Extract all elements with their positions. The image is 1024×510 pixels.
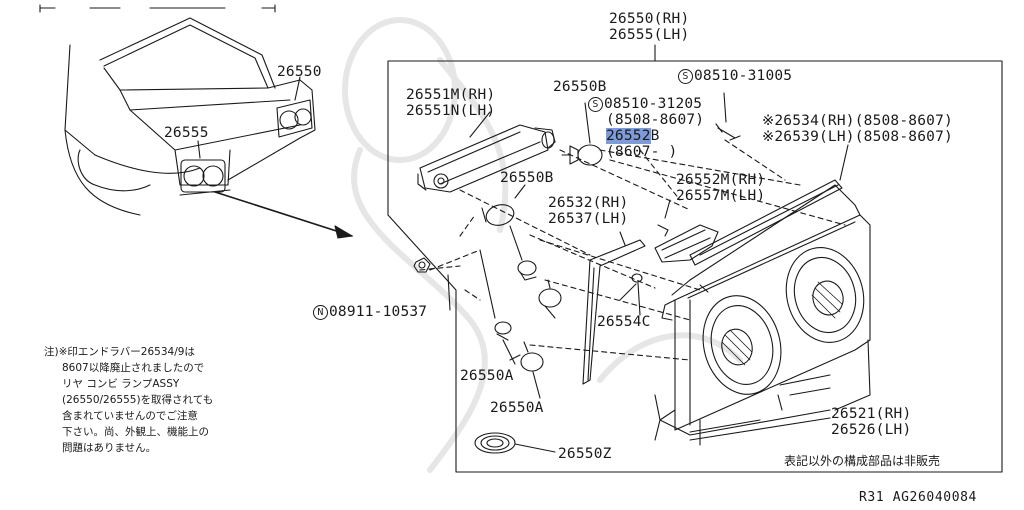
lamp-gasket-strip — [582, 231, 646, 385]
highlighted-part-number[interactable]: 26552 — [606, 128, 651, 144]
label-26521: 26521(RH) — [831, 406, 912, 422]
lamp-socket-plate — [417, 124, 556, 193]
leader-lines — [447, 111, 849, 411]
label-26557m: 26557M(LH) — [676, 188, 766, 204]
note-line-3: リヤ コンビ ランプASSY — [62, 378, 180, 390]
label-26550b-top: 26550B — [553, 79, 607, 95]
label-26537: 26537(LH) — [548, 211, 629, 227]
label-26551m: 26551M(RH) — [406, 87, 496, 103]
bulb-sockets-art — [479, 225, 562, 372]
label-26550a-2: 26550A — [490, 400, 544, 416]
label-assy-rh: 26550(RH) — [609, 11, 690, 27]
n-symbol: N — [313, 305, 328, 320]
s-symbol: S — [588, 97, 603, 112]
end-rubber-26552 — [654, 199, 719, 263]
label-26552b[interactable]: 26552B — [606, 128, 660, 144]
label-26532: 26532(RH) — [548, 195, 629, 211]
nut-08911-10537 — [413, 257, 431, 273]
coil-26550z — [474, 432, 556, 454]
not-sold-notice: 表記以外の構成部品は非販売 — [784, 454, 941, 468]
label-26552m: 26552M(RH) — [676, 172, 766, 188]
label-assy-lh: 26555(LH) — [609, 27, 690, 43]
note-line-2: 8607以降廃止されましたので — [62, 362, 205, 374]
screw-08510-31005 — [715, 92, 741, 141]
rear-combination-lamp — [654, 179, 871, 446]
note-line-6: 下さい。尚、外観上、機能上の — [62, 426, 209, 438]
screw-08510-31005-code: 08510-31005 — [694, 68, 793, 84]
note-line-4: (26550/26555)を取得されても — [62, 394, 214, 406]
assembly-guides — [419, 139, 846, 361]
car-rear-view — [39, 4, 353, 239]
label-26550z: 26550Z — [558, 446, 612, 462]
label-car-26555: 26555 — [164, 125, 209, 141]
label-26534: ※26534(RH)(8508-8607) — [762, 113, 953, 129]
watermark-emblem — [342, 17, 743, 473]
nut-08911-code: 08911-10537 — [329, 304, 428, 320]
label-26551n: 26551N(LH) — [406, 103, 496, 119]
note-line-7: 問題はありません。 — [62, 442, 157, 454]
clip-26554c — [619, 273, 643, 301]
label-26539: ※26539(LH)(8508-8607) — [762, 129, 953, 145]
note-line-1: 注)※印エンドラバー26534/9は — [44, 346, 195, 358]
bulb-26550b-mid-art — [481, 184, 526, 226]
label-car-26550: 26550 — [277, 64, 322, 80]
label-26550a-1: 26550A — [460, 368, 514, 384]
label-26552b-date: (8607- ) — [606, 144, 678, 160]
label-screw-31205-date: (8508-8607) — [606, 112, 705, 128]
label-26554c: 26554C — [597, 314, 651, 330]
reference-code: R31 AG26040084 — [859, 490, 977, 505]
part-suffix: B — [650, 128, 660, 144]
bulb-26550b-top-art — [561, 102, 603, 166]
screw-08510-31205-code: 08510-31205 — [604, 96, 703, 112]
label-26550b-mid: 26550B — [500, 170, 554, 186]
detail-frame — [387, 60, 1003, 473]
label-26526: 26526(LH) — [831, 422, 912, 438]
s-symbol: S — [678, 69, 693, 84]
note-line-5: 含まれていませんのでご注意 — [62, 410, 198, 422]
